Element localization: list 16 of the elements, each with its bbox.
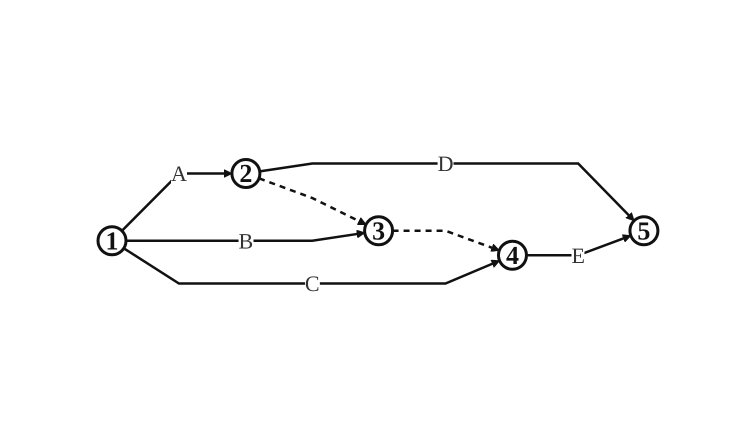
node-circle: 5 bbox=[628, 215, 660, 246]
edge-label: D bbox=[438, 151, 454, 176]
edge-label: A bbox=[171, 161, 187, 186]
node-circle: 4 bbox=[497, 240, 528, 271]
arrow bbox=[260, 162, 635, 222]
arrow bbox=[126, 230, 366, 242]
node-circle: 2 bbox=[230, 158, 262, 189]
arrow bbox=[123, 247, 500, 285]
node-circle: 1 bbox=[96, 225, 128, 256]
arrow bbox=[526, 234, 632, 256]
edge-label: C bbox=[304, 271, 320, 296]
edge-label: E bbox=[572, 242, 585, 268]
arrow bbox=[258, 177, 366, 225]
node-circle: 3 bbox=[363, 215, 394, 246]
edge-label: B bbox=[238, 228, 254, 254]
arrow bbox=[392, 230, 500, 252]
